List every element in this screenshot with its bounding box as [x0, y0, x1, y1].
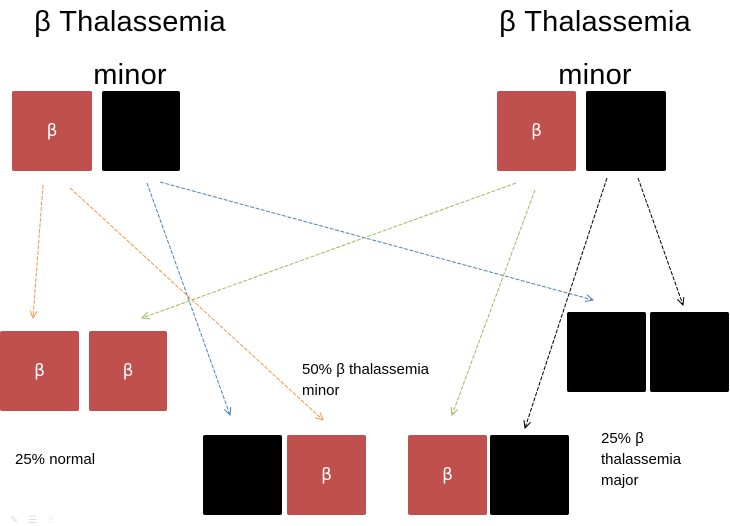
beta-symbol: β	[321, 465, 332, 485]
parent-2-title: β Thalassemia minor	[475, 4, 715, 93]
minor-percentage-label: 50% β thalassemia minor	[302, 359, 429, 401]
normal-percentage-label: 25% normal	[15, 449, 95, 470]
arrow-line	[451, 189, 536, 416]
arrowhead-icon	[585, 294, 595, 302]
arrow-line	[637, 177, 684, 306]
arrowhead-icon	[450, 406, 459, 417]
arrowhead-icon	[29, 310, 38, 320]
beta-symbol: β	[34, 361, 45, 381]
pen-icon[interactable]: ✎	[10, 515, 19, 526]
arrowhead-icon	[315, 412, 324, 421]
major-label-line1: 25% β	[601, 430, 644, 447]
beta-symbol: β	[122, 361, 134, 381]
parent-2-title-line2: minor	[558, 59, 632, 91]
menu-icon[interactable]: ☰	[28, 515, 38, 526]
parent-2-title-line1: β Thalassemia	[499, 6, 691, 38]
normal-offspring-allele-1: β	[0, 331, 79, 411]
major-offspring-allele-2	[650, 312, 729, 392]
arrowhead-icon	[523, 420, 531, 430]
beta-symbol: β	[46, 121, 58, 141]
slide-controls: ✎ ☰ ☝	[10, 515, 53, 526]
arrow-line	[159, 181, 594, 301]
pointer-icon[interactable]: ☝	[47, 515, 54, 526]
parent-1-title-line1: β Thalassemia	[34, 6, 226, 38]
normal-label-text: 25% normal	[15, 451, 96, 468]
arrow-parent2-black-to-major-pair-2	[637, 177, 685, 307]
beta-symbol: β	[442, 465, 453, 485]
minor-label-line2: minor	[302, 382, 340, 399]
arrowhead-icon	[140, 311, 151, 320]
minor-offspring-2-normal-allele	[490, 435, 569, 515]
normal-offspring-allele-2: β	[89, 331, 167, 411]
beta-symbol: β	[531, 121, 542, 141]
arrow-line	[141, 182, 517, 319]
major-label-line2: thalassemia	[601, 451, 682, 468]
parent-1-beta-allele: β	[12, 91, 92, 171]
parent-2-normal-allele	[586, 91, 666, 171]
arrowhead-icon	[676, 296, 685, 307]
minor-offspring-2-beta-allele: β	[408, 435, 487, 515]
arrow-line	[32, 184, 44, 319]
major-percentage-label: 25% β thalassemia major	[601, 428, 681, 491]
major-label-line3: major	[601, 472, 639, 489]
arrow-parent2-beta-to-minor-pair-2-beta	[450, 189, 536, 417]
arrow-parent2-beta-to-normal-pair-2	[140, 182, 517, 320]
arrow-parent1-black-to-major-pair-1	[159, 181, 595, 302]
arrow-parent1-beta-to-normal-pair-1	[29, 184, 44, 320]
parent-1-normal-allele	[102, 91, 180, 171]
minor-label-line1: 50% β thalassemia	[302, 361, 430, 378]
minor-offspring-1-beta-allele: β	[287, 435, 366, 515]
arrowhead-icon	[223, 406, 232, 417]
parent-1-title-line2: minor	[93, 59, 167, 91]
major-offspring-allele-1	[567, 312, 646, 392]
parent-1-title: β Thalassemia minor	[10, 4, 250, 93]
minor-offspring-1-normal-allele	[203, 435, 282, 515]
parent-2-beta-allele: β	[497, 91, 576, 171]
